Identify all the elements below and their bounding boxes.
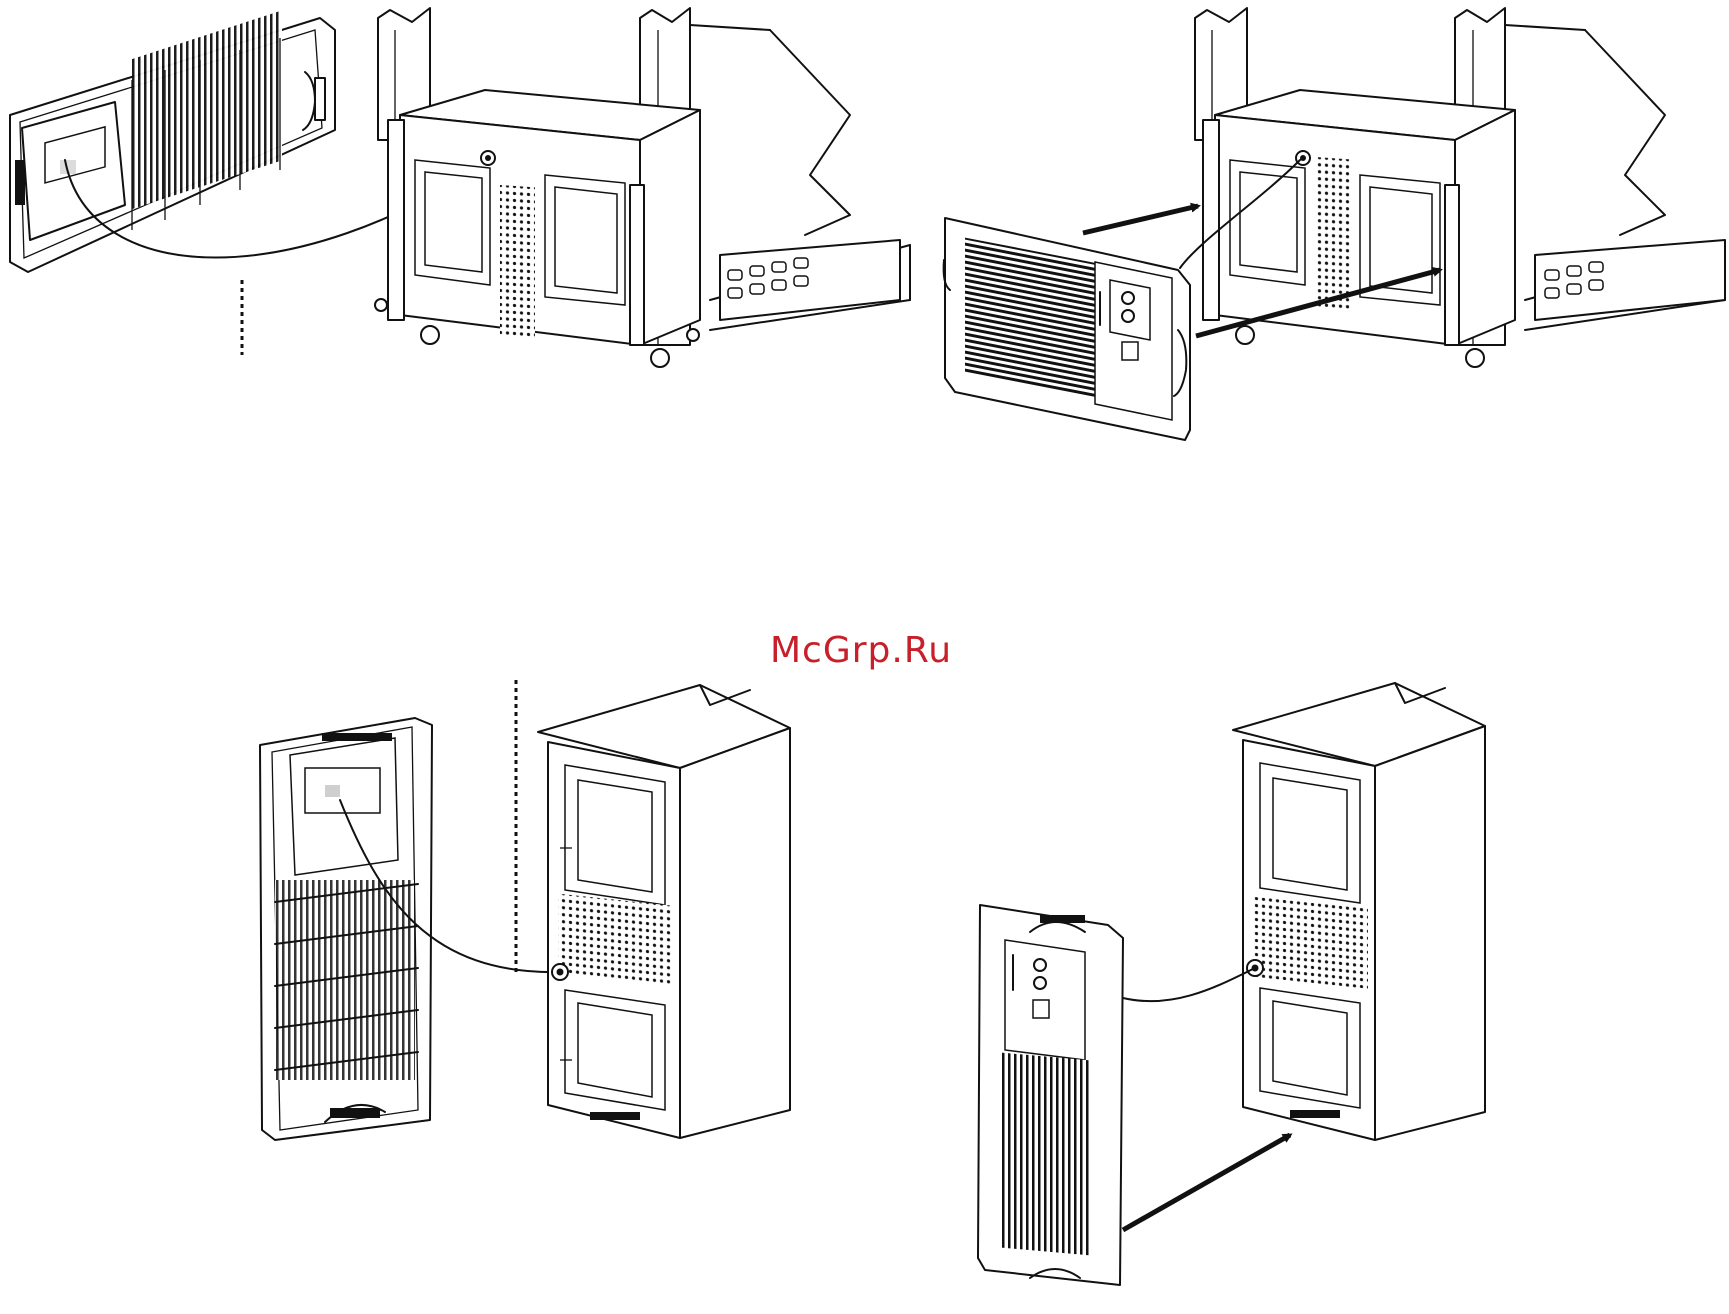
front-panel-front-view <box>944 218 1190 440</box>
watermark-text: McGrp.Ru <box>770 630 952 671</box>
tower-front-panel-back-view <box>260 718 432 1140</box>
front-panel-back-view <box>10 10 335 272</box>
insert-arrow-tower <box>1123 1135 1290 1230</box>
tower-panel-vents <box>275 880 418 1080</box>
figure-rack-removal <box>10 8 910 367</box>
tower-front-panel-front-view <box>978 905 1123 1285</box>
figure-tower-removal <box>260 680 790 1140</box>
tower-ups-unit <box>538 685 790 1138</box>
rack-ups-unit <box>375 90 700 367</box>
figure-tower-install <box>978 683 1485 1285</box>
figure-rack-install <box>944 8 1725 440</box>
signal-cable-4 <box>1123 968 1255 1001</box>
rack-ups-unit-2 <box>1203 90 1515 367</box>
tower-ups-unit-2 <box>1233 683 1485 1140</box>
insert-arrow-top <box>1083 206 1198 233</box>
